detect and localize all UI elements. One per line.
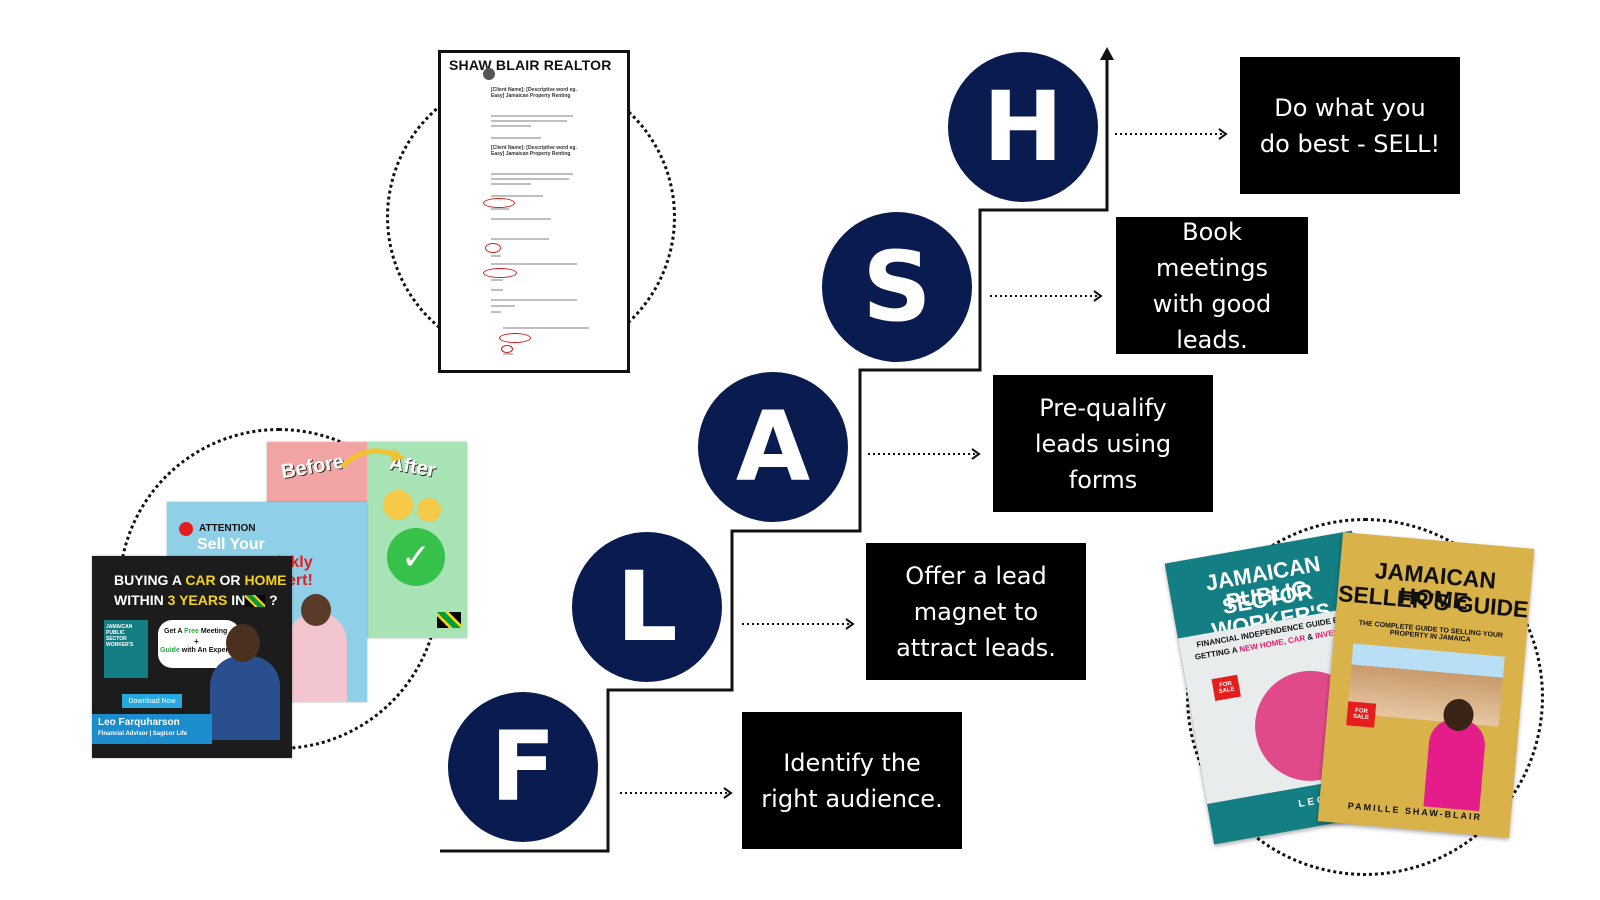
step-description-a: Pre-qualify leads using forms bbox=[993, 375, 1213, 512]
form-highlight bbox=[483, 198, 515, 208]
step-circle-s: S bbox=[822, 212, 972, 362]
for-sale-sign-icon: FOR SALE bbox=[1211, 674, 1241, 701]
step-description-s: Book meetings with good leads. bbox=[1116, 217, 1308, 354]
form-line bbox=[491, 195, 543, 197]
step-circle-l: L bbox=[572, 532, 722, 682]
advisor-head bbox=[226, 624, 260, 662]
step-circle-f: F bbox=[448, 692, 598, 842]
avatar bbox=[483, 68, 495, 80]
bubble-line-2: Guide with An Expert bbox=[160, 647, 231, 654]
curved-arrow-icon bbox=[340, 448, 405, 469]
jamaica-flag-icon bbox=[437, 612, 461, 628]
form-title: SHAW BLAIR REALTOR bbox=[449, 57, 612, 73]
form-line bbox=[491, 263, 577, 265]
form-line bbox=[491, 255, 501, 257]
form-line bbox=[491, 279, 503, 281]
advisor-photo bbox=[210, 656, 280, 740]
form-line bbox=[491, 183, 531, 185]
step-circle-a: A bbox=[698, 372, 848, 522]
form-heading: [Client Name]: [Descriptive word eg. Eas… bbox=[491, 145, 577, 157]
for-sale-sign-icon: FOR SALE bbox=[1346, 701, 1377, 728]
emoji-sunglasses-icon bbox=[383, 490, 413, 520]
form-line bbox=[491, 125, 531, 127]
dotted-arrow-icon bbox=[868, 448, 981, 460]
step-description-l: Offer a lead magnet to attract leads. bbox=[866, 543, 1086, 680]
bubble-plus: + bbox=[194, 637, 199, 646]
step-circle-h: H bbox=[948, 52, 1098, 202]
step-letter: L bbox=[616, 551, 678, 663]
jamaica-flag-icon bbox=[245, 595, 266, 608]
form-line bbox=[491, 305, 515, 307]
step-letter: H bbox=[982, 71, 1064, 183]
step-letter: A bbox=[735, 391, 811, 503]
form-highlight bbox=[485, 243, 501, 253]
arrow-head-icon bbox=[1100, 47, 1114, 60]
form-line bbox=[503, 353, 513, 355]
form-line bbox=[491, 218, 551, 220]
form-line bbox=[491, 289, 503, 291]
step-description-h: Do what you do best - SELL! bbox=[1240, 57, 1460, 194]
download-button[interactable]: Download Now bbox=[122, 694, 182, 708]
form-heading: [Client Name]: [Descriptive word eg. Eas… bbox=[491, 87, 577, 99]
book-author: PAMILLE SHAW-BLAIR bbox=[1347, 800, 1483, 823]
bubble-line-1: Get A Free Meeting bbox=[164, 628, 228, 635]
form-highlight bbox=[501, 345, 513, 353]
dotted-arrow-icon bbox=[1115, 128, 1228, 140]
form-line bbox=[491, 178, 569, 180]
advisor-name: Leo Farquharson bbox=[98, 717, 180, 728]
form-line bbox=[491, 137, 541, 139]
dotted-arrow-icon bbox=[742, 618, 855, 630]
dotted-arrow-icon bbox=[620, 787, 733, 799]
emoji-face-icon bbox=[417, 498, 441, 522]
step-description-f: Identify the right audience. bbox=[742, 712, 962, 849]
person-photo bbox=[287, 612, 347, 702]
form-line bbox=[491, 120, 567, 122]
form-line bbox=[491, 299, 577, 301]
form-line bbox=[491, 208, 509, 210]
red-dot-icon bbox=[179, 522, 193, 536]
form-line bbox=[491, 238, 549, 240]
attention-headline: Sell Your bbox=[197, 536, 265, 553]
advisor-role: Financial Advisor | Sagicor Life bbox=[98, 731, 188, 737]
mini-book-cover: JAMAICAN PUBLIC SECTOR WORKER'S bbox=[104, 620, 148, 678]
flyer-line-1: BUYING A CAR OR HOME bbox=[114, 572, 287, 588]
form-line bbox=[503, 327, 589, 329]
checkmark-icon: ✓ bbox=[387, 528, 445, 586]
book-subtitle: THE COMPLETE GUIDE TO SELLING YOUR PROPE… bbox=[1358, 619, 1504, 644]
form-line bbox=[491, 115, 573, 117]
before-label: Before bbox=[279, 450, 346, 484]
lead-magnet-flyer: BUYING A CAR OR HOME WITHIN 3 YEARS IN ?… bbox=[92, 556, 292, 758]
dotted-arrow-icon bbox=[990, 290, 1103, 302]
form-highlight bbox=[483, 268, 517, 278]
advisor-banner bbox=[92, 714, 212, 744]
attention-label: ATTENTION bbox=[199, 523, 256, 534]
form-highlight bbox=[499, 333, 531, 343]
step-letter: S bbox=[862, 231, 932, 343]
form-line bbox=[491, 173, 573, 175]
step-letter: F bbox=[490, 711, 556, 823]
home-seller-book: JAMAICAN HOME SELLER'S GUIDE THE COMPLET… bbox=[1317, 532, 1535, 838]
lead-form-screenshot: SHAW BLAIR REALTOR [Client Name]: [Descr… bbox=[438, 50, 630, 373]
person-head bbox=[301, 594, 331, 626]
flyer-line-2: WITHIN 3 YEARS IN ? bbox=[114, 592, 278, 608]
attention-headline-tail: ert! bbox=[287, 572, 313, 589]
form-line bbox=[491, 311, 501, 313]
